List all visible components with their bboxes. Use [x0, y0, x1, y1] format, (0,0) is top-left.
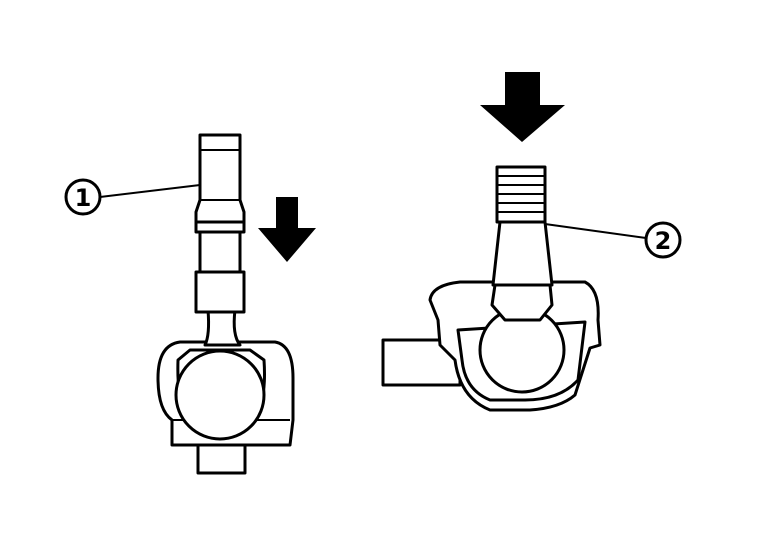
callout-circle-1	[64, 178, 102, 216]
left-ball	[174, 349, 266, 441]
left-shaft-top	[194, 133, 246, 224]
right-ball-joint	[381, 165, 602, 412]
left-neck	[203, 308, 242, 347]
leader-line-2	[544, 223, 647, 239]
label-2: 2	[544, 221, 682, 259]
callout-circle-2	[644, 221, 682, 259]
label-1: 1	[64, 178, 201, 216]
callout-text-2: 2	[655, 227, 672, 255]
right-taper	[491, 220, 554, 287]
right-control-arm	[381, 338, 462, 387]
left-ball-joint	[156, 133, 295, 475]
down-arrow-left-icon	[258, 197, 316, 262]
left-lower-stub	[196, 443, 247, 475]
left-shaft-segment-3	[194, 270, 246, 314]
right-neck-collar	[490, 283, 554, 322]
leader-line-1	[99, 184, 201, 198]
callout-text-1: 1	[75, 184, 92, 212]
down-arrow-right-icon	[480, 72, 565, 142]
left-shaft-segment-2	[198, 230, 242, 274]
